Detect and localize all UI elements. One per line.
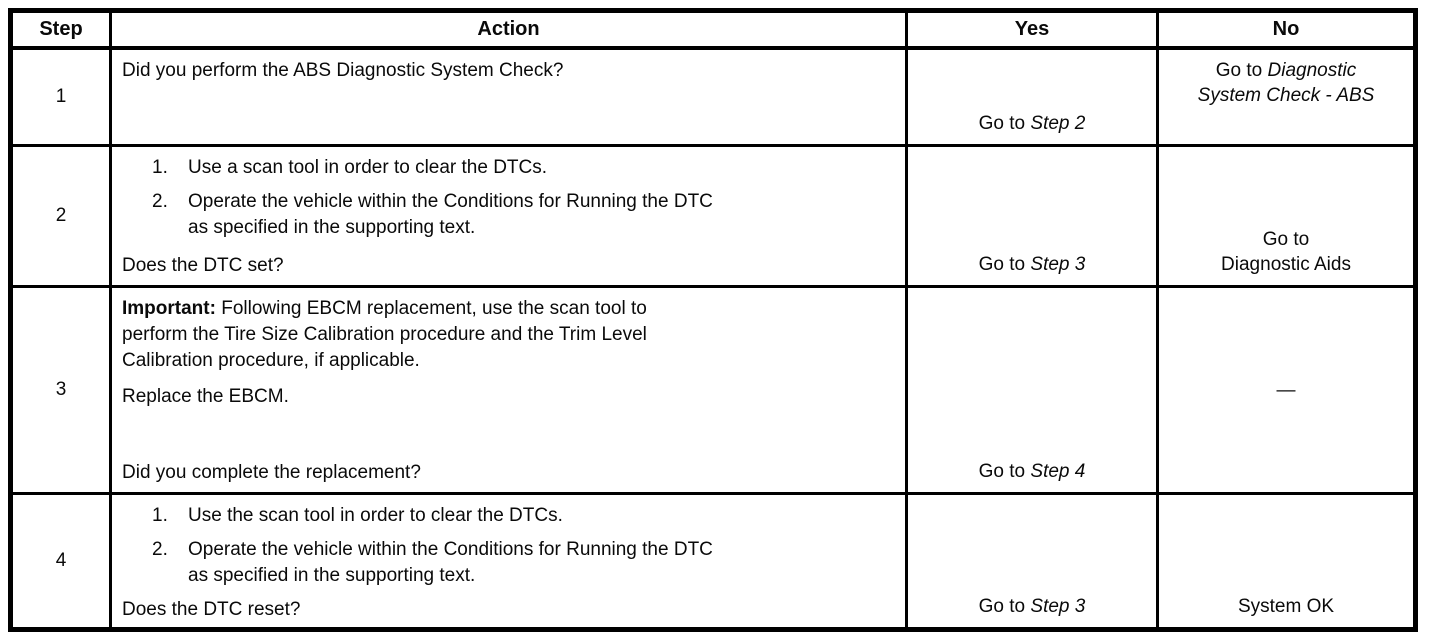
action-steps-list: 1. Use the scan tool in order to clear t…: [152, 503, 893, 597]
diagnostic-table: Step Action Yes No 1 Did you perform the…: [8, 8, 1418, 632]
goto-text: Go to Step 3: [979, 252, 1086, 277]
list-item-number: 2.: [152, 539, 168, 560]
step-number-1: 1: [13, 50, 112, 147]
list-item-text: Use the scan tool in order to clear the …: [188, 505, 563, 526]
list-item-number: 1.: [152, 505, 168, 526]
list-item: 2. Operate the vehicle within the Condit…: [152, 537, 893, 589]
step-number-2: 2: [13, 147, 112, 288]
goto-prefix: Go to: [978, 113, 1031, 134]
action-question: Did you perform the ABS Diagnostic Syste…: [122, 60, 564, 81]
goto-text: Go to Step 3: [979, 594, 1086, 619]
yes-cell-1: Go to Step 2: [908, 50, 1159, 147]
action-question: Does the DTC set?: [122, 255, 284, 276]
yes-cell-4: Go to Step 3: [908, 495, 1159, 627]
action-question: Did you complete the replacement?: [122, 462, 421, 483]
goto-prefix: Go to: [978, 461, 1031, 482]
goto-prefix: Go to: [1215, 60, 1268, 81]
yes-cell-2: Go to Step 3: [908, 147, 1159, 288]
no-cell-2: Go to Diagnostic Aids: [1159, 147, 1413, 288]
action-cell-2: 1. Use a scan tool in order to clear the…: [112, 147, 908, 288]
action-question: Does the DTC reset?: [122, 599, 301, 620]
no-cell-3: —: [1159, 288, 1413, 495]
goto-link: Diagnostic System Check - ABS: [1197, 60, 1375, 106]
list-item-text: Operate the vehicle within the Condition…: [188, 191, 713, 238]
goto-link: Step 3: [1030, 596, 1086, 617]
list-item-text: Operate the vehicle within the Condition…: [188, 539, 713, 586]
header-action: Action: [112, 13, 908, 50]
action-cell-3: Important: Following EBCM replacement, u…: [112, 288, 908, 495]
step-number-3: 3: [13, 288, 112, 495]
action-cell-1: Did you perform the ABS Diagnostic Syste…: [112, 50, 908, 147]
no-cell-4: System OK: [1159, 495, 1413, 627]
list-item: 2. Operate the vehicle within the Condit…: [152, 189, 893, 241]
goto-prefix: Go to: [978, 254, 1031, 275]
goto-text: Go to Diagnostic System Check - ABS: [1198, 58, 1375, 108]
list-item: 1. Use the scan tool in order to clear t…: [152, 503, 893, 529]
action-instruction: Replace the EBCM.: [122, 386, 289, 407]
important-text: Following EBCM replacement, use the scan…: [122, 298, 647, 371]
header-yes: Yes: [908, 13, 1159, 50]
goto-text: Go to Step 4: [979, 459, 1086, 484]
important-label: Important:: [122, 298, 216, 319]
list-item: 1. Use a scan tool in order to clear the…: [152, 155, 893, 181]
action-cell-4: 1. Use the scan tool in order to clear t…: [112, 495, 908, 627]
goto-link: Step 4: [1030, 461, 1086, 482]
goto-text: Go to Step 2: [979, 111, 1086, 136]
list-item-number: 2.: [152, 191, 168, 212]
header-step: Step: [13, 13, 112, 50]
em-dash: —: [1276, 379, 1296, 401]
status-text: System OK: [1237, 596, 1335, 617]
goto-prefix: Go to: [978, 596, 1031, 617]
list-item-text: Use a scan tool in order to clear the DT…: [188, 157, 548, 178]
header-no: No: [1159, 13, 1413, 50]
important-note: Important: Following EBCM replacement, u…: [122, 296, 893, 374]
no-cell-1: Go to Diagnostic System Check - ABS: [1159, 50, 1413, 147]
step-number-4: 4: [13, 495, 112, 627]
action-steps-list: 1. Use a scan tool in order to clear the…: [152, 155, 893, 249]
goto-link: Step 2: [1030, 113, 1086, 134]
goto-text: Go to Diagnostic Aids: [1221, 229, 1351, 275]
goto-link: Step 3: [1030, 254, 1086, 275]
list-item-number: 1.: [152, 157, 168, 178]
yes-cell-3: Go to Step 4: [908, 288, 1159, 495]
